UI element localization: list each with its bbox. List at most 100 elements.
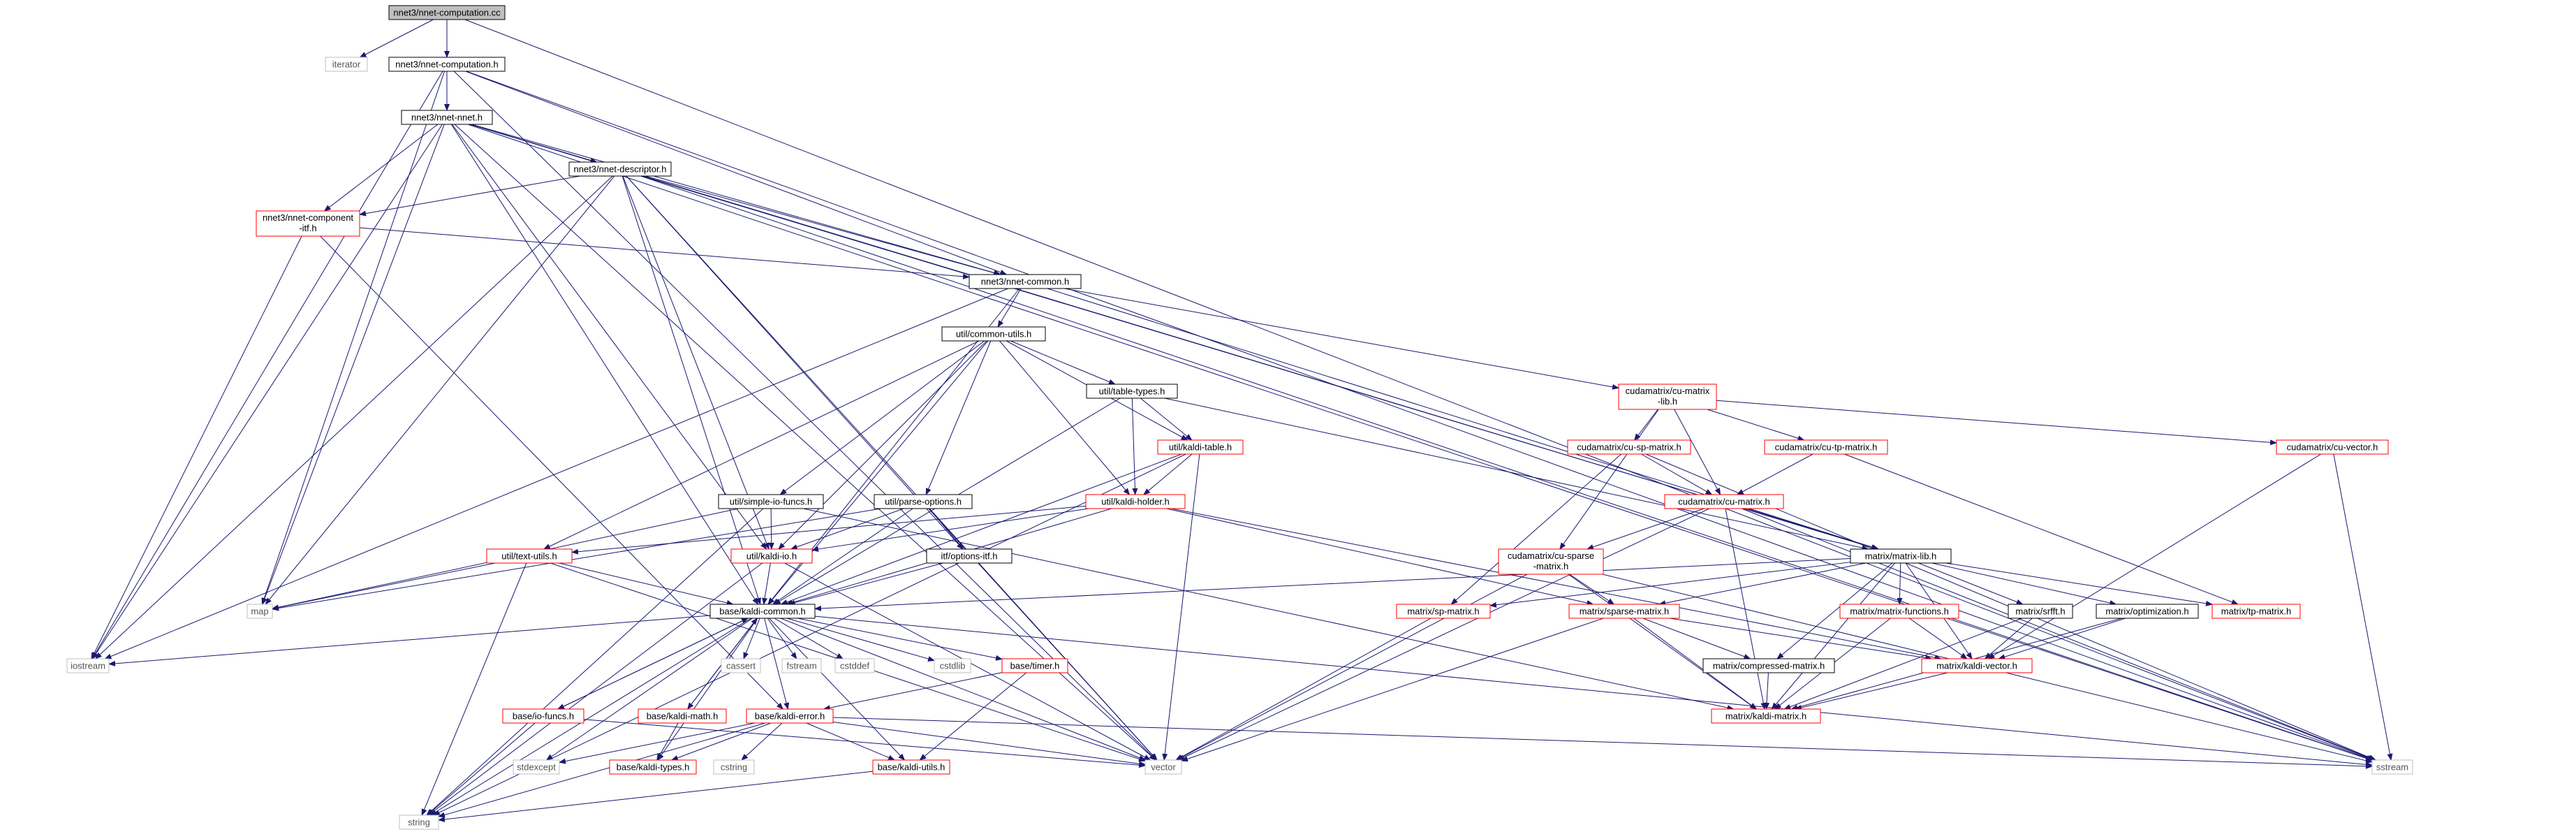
node-iterator: iterator <box>325 57 368 72</box>
node-cutpmatrix_h[interactable]: cudamatrix/cu-tp-matrix.h <box>1764 439 1888 455</box>
node-label-line: cudamatrix/cu-matrix <box>1626 386 1710 396</box>
edge-cumatrix_h-to-sstream <box>1741 508 2376 761</box>
node-tabletypes_h[interactable]: util/table-types.h <box>1086 384 1178 399</box>
edge-nnetcomp_h-to-map <box>261 71 446 605</box>
edge-nnetnnet_h-to-compitf_h <box>323 124 439 212</box>
node-box-simpleio_h <box>718 494 824 509</box>
node-kaldimath_h[interactable]: base/kaldi-math.h <box>638 708 727 724</box>
node-iofuncs_h[interactable]: base/io-funcs.h <box>502 708 584 724</box>
edge-commonutils_h-to-textutils_h <box>543 340 980 550</box>
edge-iofuncs_h-to-kaldicommon_h <box>557 618 749 710</box>
edge-tabletypes_h-to-matrixlib_h <box>1164 397 1869 551</box>
node-matrixlib_h[interactable]: matrix/matrix-lib.h <box>1850 548 1952 564</box>
node-cusparse_h[interactable]: cudamatrix/cu-sparse-matrix.h <box>1498 548 1604 575</box>
node-cumatrixlib_h[interactable]: cudamatrix/cu-matrix-lib.h <box>1618 384 1717 410</box>
node-box-tpmatrix_h <box>2211 604 2301 619</box>
node-label-cuspmatrix_h: cudamatrix/cu-sp-matrix.h <box>1577 442 1681 453</box>
node-box-matrixfunctions_h <box>1839 604 1959 619</box>
node-matrixfunctions_h[interactable]: matrix/matrix-functions.h <box>1839 604 1959 619</box>
node-compitf_h[interactable]: nnet3/nnet-component-itf.h <box>256 210 360 237</box>
node-label-map: map <box>251 606 268 617</box>
node-label-matrixfunctions_h: matrix/matrix-functions.h <box>1850 606 1949 617</box>
node-label-textutils_h: util/text-utils.h <box>501 551 557 562</box>
node-box-cstddef <box>834 658 875 673</box>
edge-kaldierror_h-to-stdexcept <box>559 722 756 764</box>
node-layer: nnet3/nnet-computation.cc iterator nnet3/n… <box>66 5 2413 830</box>
node-optimization_h[interactable]: matrix/optimization.h <box>2096 604 2199 619</box>
node-textutils_h[interactable]: util/text-utils.h <box>486 548 573 564</box>
node-spmatrix_h[interactable]: matrix/sp-matrix.h <box>1396 604 1491 619</box>
edge-matrixlib_h-to-kaldicommon_h <box>814 557 1851 611</box>
node-kaldiholder_h[interactable]: util/kaldi-holder.h <box>1085 494 1186 509</box>
node-common_h[interactable]: nnet3/nnet-common.h <box>969 274 1082 289</box>
node-cumatrix_h[interactable]: cudamatrix/cu-matrix.h <box>1664 494 1784 509</box>
edge-nnetcomp_h-to-common_h <box>465 71 1008 275</box>
node-box-parseopt_h <box>874 494 973 509</box>
node-simpleio_h[interactable]: util/simple-io-funcs.h <box>718 494 824 509</box>
node-box-kaldiholder_h <box>1085 494 1186 509</box>
node-kaldiio_h[interactable]: util/kaldi-io.h <box>730 548 813 564</box>
edge-commonutils_h-to-simpleio_h <box>779 340 985 495</box>
node-kaldivector_h[interactable]: matrix/kaldi-vector.h <box>1921 658 2033 673</box>
node-box-iofuncs_h <box>502 708 584 724</box>
node-kaldiutils_h[interactable]: base/kaldi-utils.h <box>872 759 950 775</box>
node-srfft_h[interactable]: matrix/srfft.h <box>2008 604 2073 619</box>
node-kaldicommon_h[interactable]: base/kaldi-common.h <box>709 604 816 619</box>
node-kalditypes_h[interactable]: base/kaldi-types.h <box>609 759 697 775</box>
node-root[interactable]: nnet3/nnet-computation.cc <box>388 5 506 20</box>
edge-parseopt_h-to-kaldicommon_h <box>772 508 913 605</box>
node-commonutils_h[interactable]: util/common-utils.h <box>941 326 1046 342</box>
node-box-optionsitf_h <box>926 548 1013 564</box>
node-label-descriptor_h: nnet3/nnet-descriptor.h <box>574 164 667 175</box>
edge-matrixlib_h-to-compressedmatrix_h <box>1776 562 1893 659</box>
node-parseopt_h[interactable]: util/parse-options.h <box>874 494 973 509</box>
node-kalditable_h[interactable]: util/kaldi-table.h <box>1157 439 1244 455</box>
edge-tabletypes_h-to-kalditable_h <box>1140 397 1193 441</box>
node-label-cumatrixlib_h: cudamatrix/cu-matrix-lib.h <box>1626 386 1710 407</box>
node-iostream: iostream <box>66 658 110 673</box>
node-label-kaldivector_h: matrix/kaldi-vector.h <box>1936 661 2017 671</box>
edge-iofuncs_h-to-string <box>426 722 536 816</box>
edge-matrixfunctions_h-to-kaldivector_h <box>1908 618 1968 659</box>
edge-kaldierror_h-to-kaldiutils_h <box>806 722 896 761</box>
node-optionsitf_h[interactable]: itf/options-itf.h <box>926 548 1013 564</box>
edge-cutpmatrix_h-to-tpmatrix_h <box>1844 453 2239 605</box>
edge-descriptor_h-to-kaldicommon_h <box>621 175 761 605</box>
edge-kalditable_h-to-vector <box>1162 453 1200 761</box>
edge-optionsitf_h-to-kaldicommon_h <box>788 562 943 606</box>
edge-descriptor_h-to-compitf_h <box>359 175 580 217</box>
node-label-sstream: sstream <box>2376 762 2408 773</box>
node-descriptor_h[interactable]: nnet3/nnet-descriptor.h <box>568 161 672 177</box>
edge-kaldicommon_h-to-sstream <box>814 615 2373 768</box>
node-label-line: -lib.h <box>1658 396 1677 407</box>
node-label-commonutils_h: util/common-utils.h <box>956 329 1031 340</box>
node-label-cusparse_h: cudamatrix/cu-sparse-matrix.h <box>1508 550 1594 571</box>
node-label-optionsitf_h: itf/options-itf.h <box>941 551 998 562</box>
node-kaldimatrix_h[interactable]: matrix/kaldi-matrix.h <box>1711 708 1821 724</box>
node-string: string <box>399 815 439 830</box>
edge-sparsematrix_h-to-kaldivector_h <box>1669 618 1933 661</box>
node-timer_h[interactable]: base/timer.h <box>1001 658 1068 673</box>
edge-nnetcomp_h-to-iostream <box>91 71 443 659</box>
node-box-common_h <box>969 274 1082 289</box>
edge-layer <box>91 19 2393 822</box>
node-label-parseopt_h: util/parse-options.h <box>885 497 962 507</box>
node-label-sparsematrix_h: matrix/sparse-matrix.h <box>1580 606 1670 617</box>
node-cuvector_h[interactable]: cudamatrix/cu-vector.h <box>2276 439 2389 455</box>
node-kaldierror_h[interactable]: base/kaldi-error.h <box>746 708 834 724</box>
edge-optimization_h-to-kaldivector_h <box>1998 618 2126 660</box>
node-label-cstddef: cstddef <box>840 661 869 671</box>
node-cuspmatrix_h[interactable]: cudamatrix/cu-sp-matrix.h <box>1567 439 1691 455</box>
node-cstdlib: cstdlib <box>934 658 971 673</box>
node-tpmatrix_h[interactable]: matrix/tp-matrix.h <box>2211 604 2301 619</box>
edge-sparsematrix_h-to-compressedmatrix_h <box>1642 618 1751 659</box>
node-nnetcomp_h[interactable]: nnet3/nnet-computation.h <box>388 57 506 72</box>
edge-parseopt_h-to-map <box>272 508 881 611</box>
node-compressedmatrix_h[interactable]: matrix/compressed-matrix.h <box>1702 658 1835 673</box>
node-box-fstream <box>781 658 822 673</box>
edge-compitf_h-to-common_h <box>359 227 970 279</box>
node-box-srfft_h <box>2008 604 2073 619</box>
node-nnetnnet_h[interactable]: nnet3/nnet-nnet.h <box>401 110 493 125</box>
node-sparsematrix_h[interactable]: matrix/sparse-matrix.h <box>1568 604 1680 619</box>
node-box-cuspmatrix_h <box>1567 439 1691 455</box>
